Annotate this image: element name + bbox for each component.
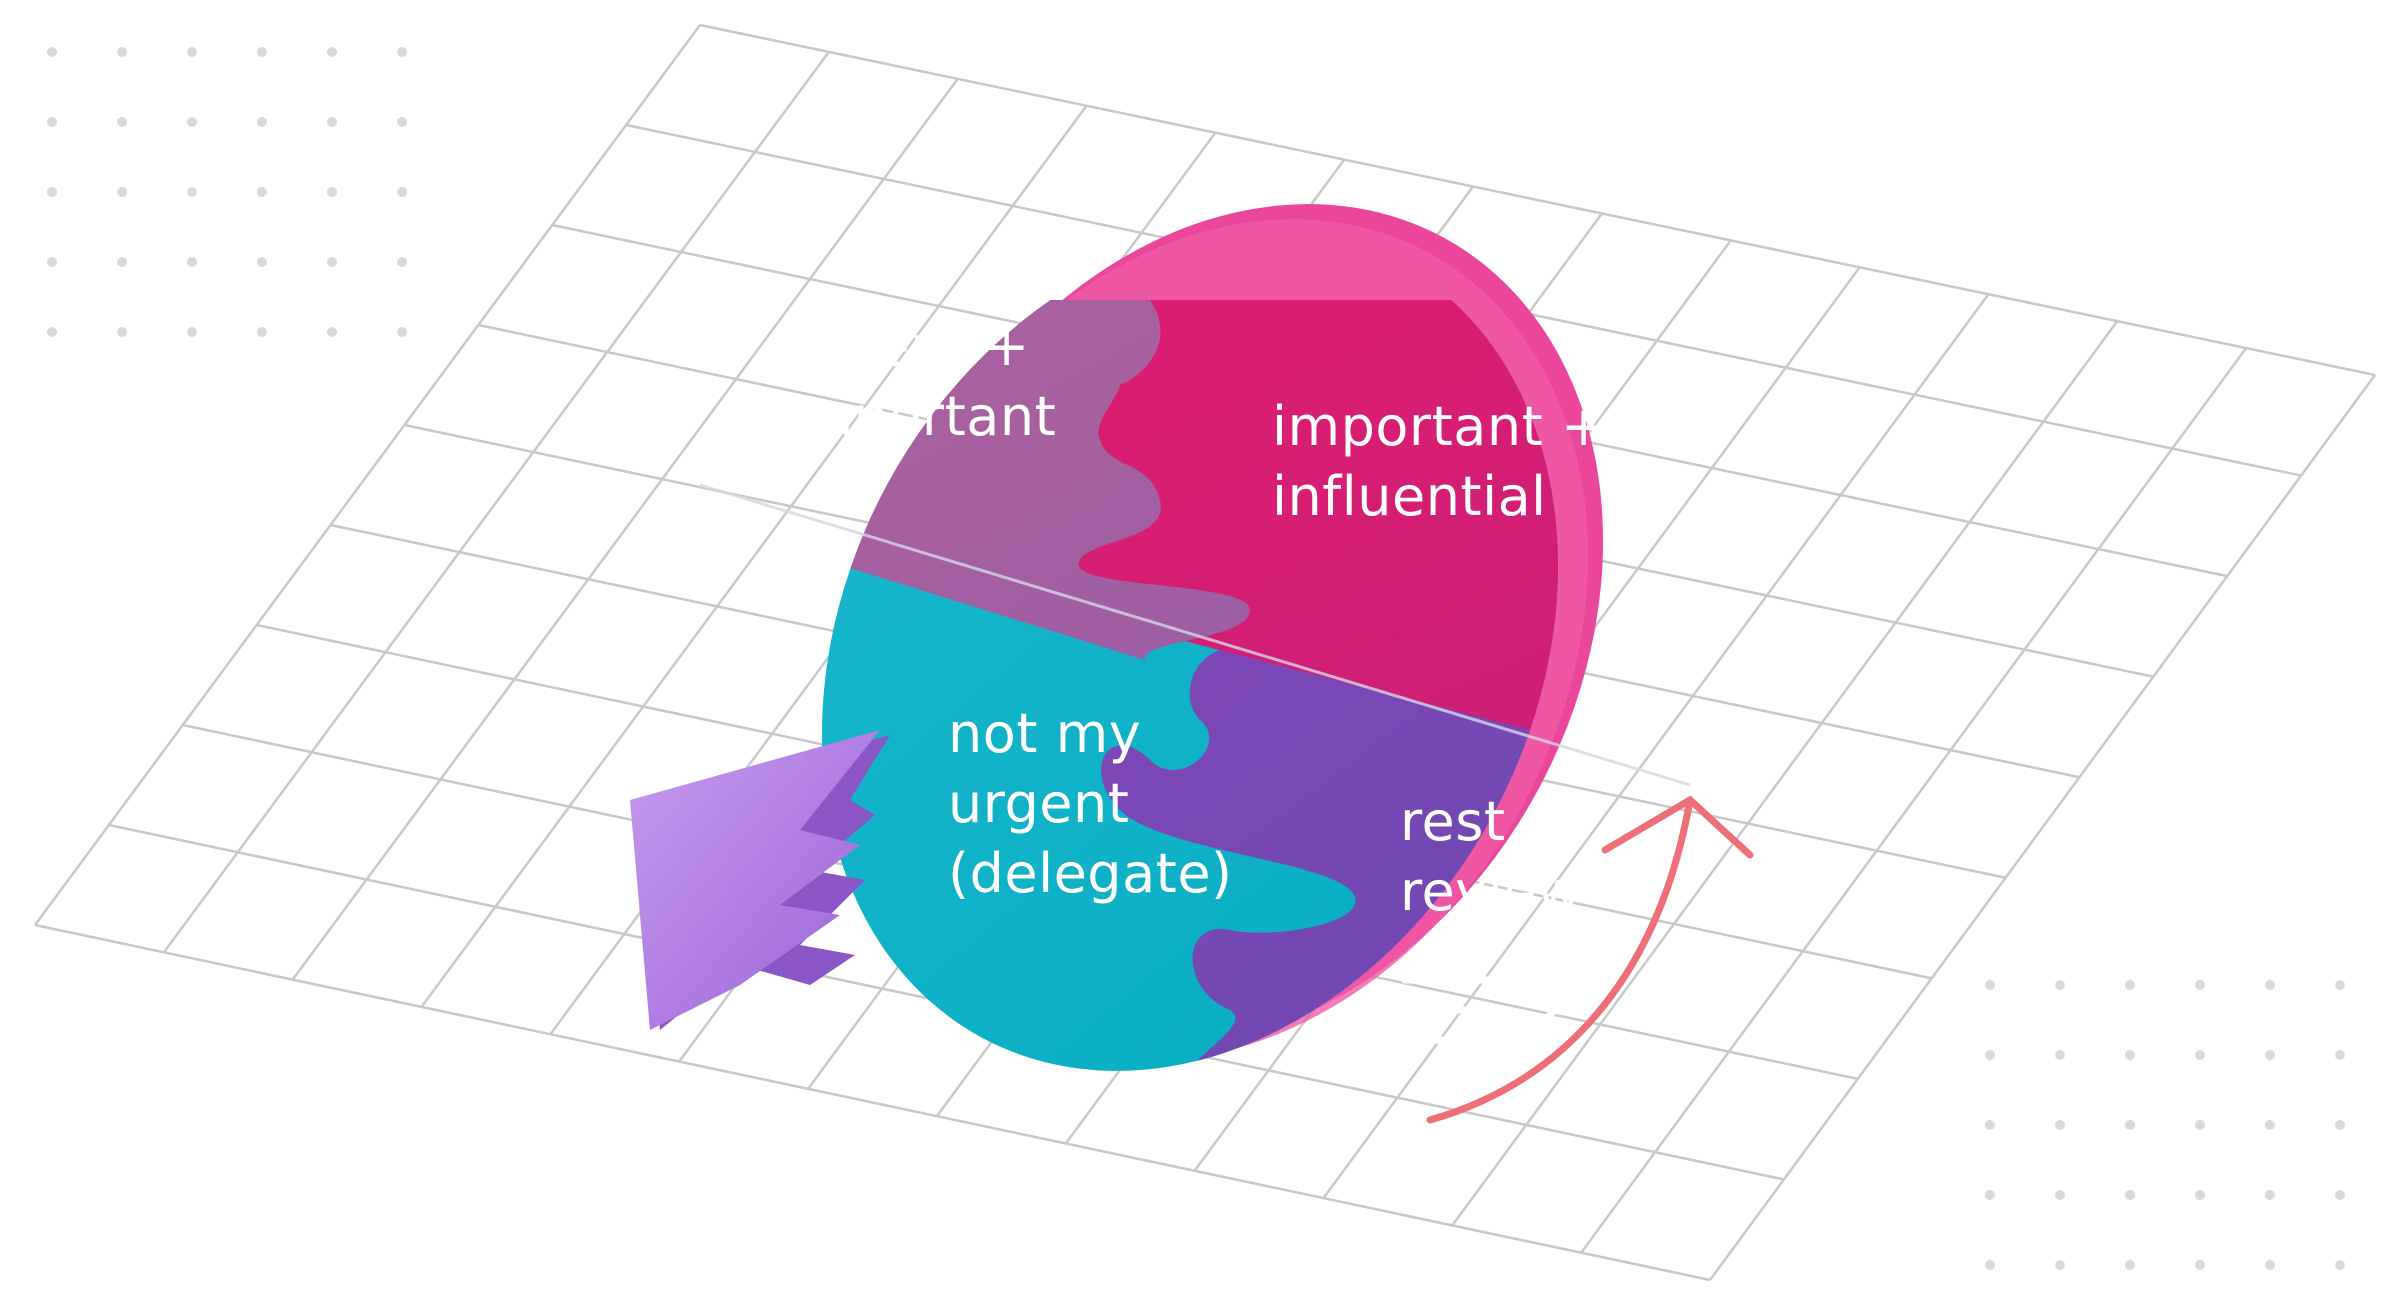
dot (1985, 1260, 1995, 1270)
dot (327, 327, 337, 337)
grid-line (1322, 293, 1990, 1199)
dot (117, 117, 127, 127)
dot (2125, 1190, 2135, 1200)
grid-line (1451, 320, 2119, 1227)
dot (2195, 1120, 2205, 1130)
label-urgent-important: urgent + important (785, 315, 1056, 448)
grid-line (33, 24, 702, 926)
accent-arc-arrow (1426, 795, 1754, 1124)
dot (2125, 980, 2135, 990)
dot (2055, 1050, 2065, 1060)
dot (47, 257, 57, 267)
dot (47, 47, 57, 57)
dot (327, 187, 337, 197)
dot (187, 257, 197, 267)
dot-pattern-bottom-right (1985, 980, 2345, 1270)
dot (397, 187, 407, 197)
dot (2195, 1260, 2205, 1270)
checklist-icon (1401, 961, 1566, 1044)
dot (2335, 1260, 2345, 1270)
cursor-arrow-icon (630, 730, 890, 1030)
dot (1985, 1050, 1995, 1060)
dot (1985, 1190, 1995, 1200)
dot (2055, 1120, 2065, 1130)
dot (47, 117, 57, 127)
dot (117, 257, 127, 267)
label-important-influential: important + influential (1272, 395, 1624, 528)
dot-pattern-top-left (47, 47, 407, 337)
dot (2265, 980, 2275, 990)
dot (1985, 1120, 1995, 1130)
dot (47, 187, 57, 197)
quadrant-divider (699, 483, 1691, 787)
label-rest-review: rest + review (1400, 790, 1587, 923)
dot (117, 327, 127, 337)
dot (327, 257, 337, 267)
label-not-my-urgent: not my urgent (delegate) (948, 702, 1233, 905)
dot (327, 47, 337, 57)
dot (2055, 1190, 2065, 1200)
dot (257, 117, 267, 127)
grid-line (699, 23, 2376, 377)
grid-line (162, 51, 830, 954)
grid-line (291, 78, 959, 981)
dot (397, 117, 407, 127)
dot (117, 47, 127, 57)
dot (2265, 1260, 2275, 1270)
dot (397, 327, 407, 337)
dot (2195, 1190, 2205, 1200)
dot (327, 117, 337, 127)
dot (2335, 980, 2345, 990)
dot (2265, 1190, 2275, 1200)
dot (397, 257, 407, 267)
dot (2195, 1050, 2205, 1060)
dot (257, 327, 267, 337)
dot (187, 327, 197, 337)
grid-line (1708, 374, 2377, 1281)
dot (2195, 980, 2205, 990)
dot (187, 117, 197, 127)
grid-line (34, 923, 1711, 1282)
dot (257, 47, 267, 57)
dot (2335, 1190, 2345, 1200)
dot (257, 187, 267, 197)
grid-line (1580, 347, 2248, 1254)
dot (397, 47, 407, 57)
dot (1985, 980, 1995, 990)
dot (2265, 1050, 2275, 1060)
dot (2335, 1120, 2345, 1130)
dot (117, 187, 127, 197)
dot (2125, 1260, 2135, 1270)
dot (2125, 1120, 2135, 1130)
dot (257, 257, 267, 267)
dot (2125, 1050, 2135, 1060)
dot (2265, 1120, 2275, 1130)
dot (187, 47, 197, 57)
grid-line (420, 105, 1088, 1008)
dot (187, 187, 197, 197)
dot (2055, 980, 2065, 990)
dot (2055, 1260, 2065, 1270)
dot (47, 327, 57, 337)
dot (2335, 1050, 2345, 1060)
